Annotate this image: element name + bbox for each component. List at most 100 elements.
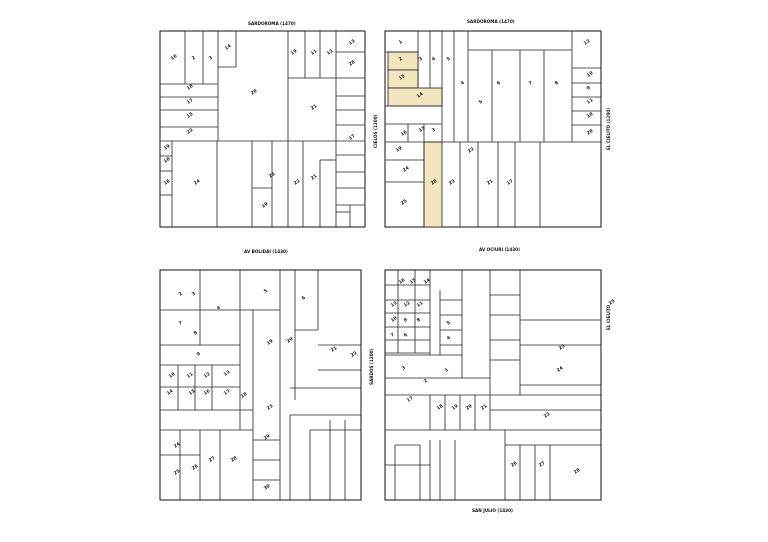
- block-top-right: [384, 30, 602, 228]
- lot-number: 19: [261, 201, 270, 210]
- lot-number: 13: [418, 125, 427, 134]
- lot-number: 6: [403, 332, 409, 339]
- lot-number: 12: [326, 48, 335, 57]
- lot-number: 22: [543, 411, 552, 420]
- lot-number: 30: [263, 483, 272, 492]
- lot-number: 22: [467, 146, 476, 155]
- lot-number: 22: [350, 350, 359, 359]
- lot-number: 7: [390, 332, 396, 339]
- lot-number: 19: [451, 403, 460, 412]
- lot-number: 16: [170, 53, 179, 62]
- lot-number: 24: [402, 165, 411, 174]
- lot-number: 24: [193, 178, 202, 187]
- lot-number: 4: [446, 335, 452, 342]
- lot-number: 17: [406, 395, 415, 404]
- lot-number: 19: [163, 143, 172, 152]
- lot-number: 23: [448, 178, 457, 187]
- highlight-lot-3: [387, 87, 443, 107]
- lot-number: 5: [478, 99, 484, 106]
- lot-number: 16: [400, 129, 409, 138]
- lot-number: 9: [403, 317, 409, 324]
- lot-number: 18: [163, 156, 172, 165]
- lot-number: 27: [538, 460, 547, 469]
- lot-number: 27: [208, 455, 217, 464]
- lot-number: 3: [431, 127, 437, 134]
- lot-number: 4: [460, 80, 466, 87]
- lot-number: 21: [310, 173, 319, 182]
- lot-number: 3: [418, 56, 424, 63]
- lot-number: 28: [430, 178, 439, 187]
- lot-number: 8: [554, 80, 560, 87]
- lot-number: 18: [436, 403, 445, 412]
- block-bottom-right: [384, 269, 602, 501]
- lot-number: 16: [203, 388, 212, 397]
- lot-number: 10: [586, 70, 595, 79]
- street-label-top-left: SARDOROMA (1470): [248, 21, 296, 26]
- lot-number: 17: [348, 133, 357, 142]
- lot-number: 4: [216, 305, 222, 312]
- lot-number: 9: [196, 351, 202, 358]
- lot-number: 14: [416, 91, 425, 100]
- lot-number: 23: [266, 403, 275, 412]
- lot-number: 25: [173, 468, 182, 477]
- lot-number: 16: [163, 178, 172, 187]
- lot-number: 25: [400, 198, 409, 207]
- lot-number: 18: [240, 391, 249, 400]
- lot-number: 7: [178, 320, 184, 327]
- lot-number: 17: [186, 97, 195, 106]
- lot-number: 14: [423, 277, 432, 286]
- street-label-right-lower: EL CIELITO: [606, 304, 611, 330]
- lot-number: 24: [556, 365, 565, 374]
- lot-number: 2: [178, 291, 184, 298]
- lot-number: 19: [266, 338, 275, 347]
- street-label-center-lower: SARDOS (1200): [369, 348, 374, 385]
- lot-number: 5: [263, 288, 269, 295]
- block-bottom-left: [159, 269, 362, 501]
- lot-number: 3: [401, 365, 407, 372]
- lot-number: 1: [398, 39, 404, 46]
- lot-number: 11: [416, 300, 425, 309]
- lot-number: 17: [223, 388, 232, 397]
- lot-number: 9: [586, 85, 592, 92]
- lot-number: 20: [586, 128, 595, 137]
- lot-number: 24: [173, 441, 182, 450]
- lot-number: 23: [558, 343, 567, 352]
- lot-number: 18: [586, 111, 595, 120]
- lot-number: 26: [510, 460, 519, 469]
- lot-number: 12: [583, 38, 592, 47]
- lot-number: 11: [310, 48, 319, 57]
- lot-number: 15: [398, 73, 407, 82]
- block-top-left: [159, 30, 366, 228]
- lot-number: 28: [230, 455, 239, 464]
- lot-number: 16: [398, 277, 407, 286]
- lot-number: 15: [409, 277, 418, 286]
- lot-number: 5: [446, 320, 452, 327]
- street-label-bottom: SAN JULIO (1430): [472, 508, 513, 513]
- lot-number: 12: [403, 300, 412, 309]
- lot-number: 20: [286, 336, 295, 345]
- lot-number: 2: [423, 378, 429, 385]
- lot-number: 22: [186, 127, 195, 136]
- lot-number: 3: [208, 55, 214, 62]
- lot-number: 22: [293, 178, 302, 187]
- lot-number: 2: [191, 55, 197, 62]
- lot-number: 21: [480, 403, 489, 412]
- lot-number: 20: [250, 88, 259, 97]
- lot-number: 5: [446, 56, 452, 63]
- lot-number: 14: [224, 43, 233, 52]
- street-label-mid-right: AV OCIURI (1430): [479, 247, 520, 252]
- lot-number: 10: [168, 371, 177, 380]
- lot-number: 6: [496, 80, 502, 87]
- lot-number: 26: [191, 463, 200, 472]
- lot-number: 2: [398, 56, 404, 63]
- lot-number: 4: [431, 56, 437, 63]
- lot-number: 13: [223, 369, 232, 378]
- lot-number: 28: [348, 59, 357, 68]
- lot-number: 13: [390, 300, 399, 309]
- lot-number: 12: [203, 371, 212, 380]
- lot-number: 17: [506, 178, 515, 187]
- lot-number: 13: [348, 38, 357, 47]
- lot-number: 19: [395, 145, 404, 154]
- street-label-top-right: SARDOROMA (1470): [467, 19, 515, 24]
